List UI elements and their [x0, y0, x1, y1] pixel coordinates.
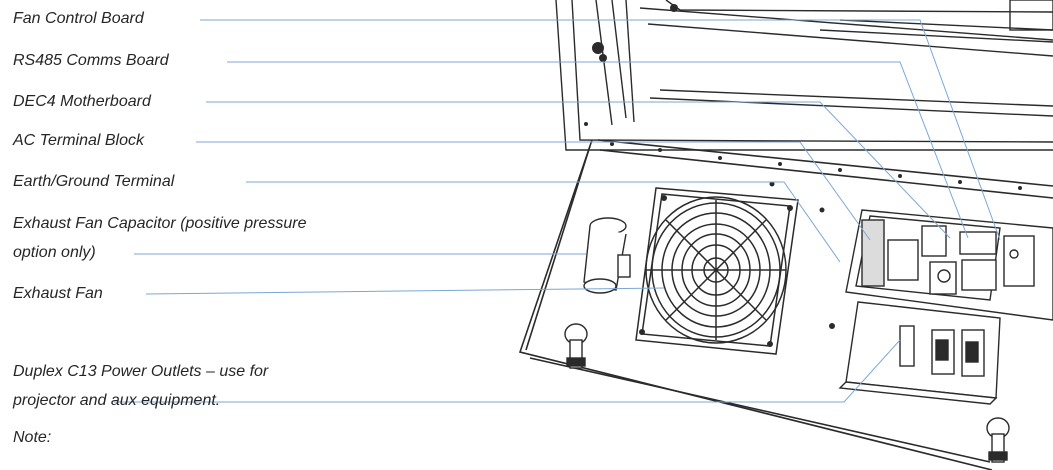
- housing-lid: [555, 0, 1053, 151]
- circuit-boards: [845, 209, 1053, 321]
- leader-rs485-comms-board: [227, 61, 969, 239]
- label-earth-ground-terminal: Earth/Ground Terminal: [13, 173, 175, 190]
- exhaust-fan: [635, 187, 799, 355]
- label-note: Note:: [13, 429, 52, 446]
- leader-duplex-outlets: [114, 339, 901, 403]
- label-dec4-motherboard: DEC4 Motherboard: [13, 93, 151, 110]
- capacitor: [583, 217, 631, 294]
- label-fan-control-board: Fan Control Board: [13, 10, 144, 27]
- latch-left: [564, 323, 588, 369]
- label-rs485-comms-board: RS485 Comms Board: [13, 52, 169, 69]
- label-duplex-outlets-line2: projector and aux equipment.: [13, 392, 221, 409]
- lid-screws: [584, 4, 678, 126]
- latch-right: [986, 417, 1010, 463]
- power-outlet-block: [838, 301, 1001, 405]
- label-duplex-outlets-line1: Duplex C13 Power Outlets – use for: [13, 363, 269, 380]
- label-exhaust-fan: Exhaust Fan: [13, 285, 103, 302]
- leader-exhaust-fan: [145, 287, 665, 295]
- fan-mount-screws: [639, 195, 793, 347]
- leader-earth-ground-terminal: [246, 181, 841, 263]
- label-exhaust-fan-capacitor-line2: option only): [13, 244, 96, 261]
- leader-ac-terminal-block: [196, 141, 871, 241]
- leader-lines: [114, 19, 1001, 403]
- label-exhaust-fan-capacitor-line1: Exhaust Fan Capacitor (positive pressure: [13, 215, 307, 232]
- label-ac-terminal-block: AC Terminal Block: [13, 132, 145, 149]
- door-panel: [518, 139, 1053, 470]
- leader-fan-control-board: [200, 19, 1001, 241]
- leader-dec4-motherboard: [206, 101, 951, 239]
